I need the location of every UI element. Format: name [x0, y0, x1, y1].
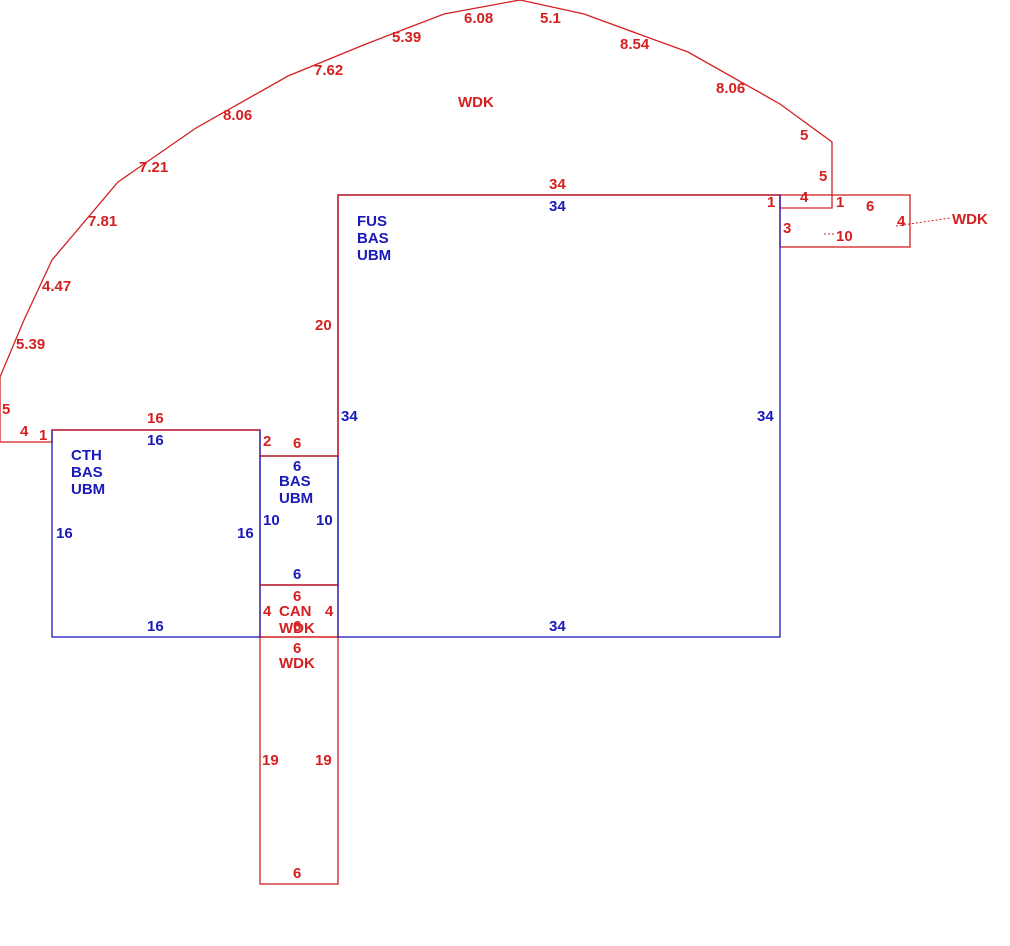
fus-label-2: BAS	[357, 230, 389, 247]
dim-label: 10	[316, 512, 333, 529]
dim-label: 8.06	[223, 107, 252, 124]
cth-label-3: UBM	[71, 481, 105, 498]
mid-label-1: BAS	[279, 473, 311, 490]
dim-label: 16	[147, 432, 164, 449]
dim-label: 7.62	[314, 62, 343, 79]
can-label-1: CAN	[279, 603, 312, 620]
dim-label: 4.47	[42, 278, 71, 295]
wdk-right-leader	[895, 217, 951, 227]
dim-label: 4	[897, 213, 906, 230]
dim-label: 20	[315, 317, 332, 334]
dim-label: 6	[293, 618, 301, 635]
dim-label: 5	[800, 127, 808, 144]
dim-label: 6	[293, 458, 301, 475]
dim-label: 10	[836, 228, 853, 245]
dim-label: 1	[767, 194, 775, 211]
dim-label: 34	[549, 198, 566, 215]
wdk-lower-outline	[259, 636, 339, 885]
dim-label: 6	[293, 566, 301, 583]
dim-label: 34	[549, 618, 566, 635]
wdk-top-outline	[0, 0, 833, 457]
dim-label: 5	[2, 401, 10, 418]
dim-label: 4	[20, 423, 29, 440]
dim-label: 4	[325, 603, 334, 620]
dim-label: 2	[263, 433, 271, 450]
dim-label: 7.21	[139, 159, 168, 176]
dim-label: 19	[262, 752, 279, 769]
dim-label: 6	[293, 640, 301, 657]
dim-label: 8.54	[620, 36, 650, 53]
dim-label: 16	[147, 618, 164, 635]
dim-label: 6	[293, 435, 301, 452]
mid-label-2: UBM	[279, 490, 313, 507]
cth-label-2: BAS	[71, 464, 103, 481]
dim-label: 10	[263, 512, 280, 529]
dim-label: 1	[39, 427, 47, 444]
dim-label: 5	[819, 168, 827, 185]
fus-label-3: UBM	[357, 247, 391, 264]
fus-label-1: FUS	[357, 213, 387, 230]
wdk-top-label: WDK	[458, 94, 494, 111]
dim-label: 34	[341, 408, 358, 425]
dim-label: 5.39	[392, 29, 421, 46]
dim-label: 34	[549, 176, 566, 193]
wdk-right-label: WDK	[952, 211, 988, 228]
dim-label: 16	[147, 410, 164, 427]
dim-label: 16	[237, 525, 254, 542]
dim-label: 19	[315, 752, 332, 769]
dim-label: 5.39	[16, 336, 45, 353]
dim-label: 1	[836, 194, 844, 211]
dim-label: 6	[293, 865, 301, 882]
dim-label: 4	[263, 603, 272, 620]
dim-label: 8.06	[716, 80, 745, 97]
dim-label: 4	[800, 189, 809, 206]
dim-label: 6.08	[464, 10, 493, 27]
dim-label: 5.1	[540, 10, 561, 27]
dim-label: 34	[757, 408, 774, 425]
fus-room-outline	[337, 194, 781, 638]
dim-label: 16	[56, 525, 73, 542]
cth-label-1: CTH	[71, 447, 102, 464]
can-label-2: WDK	[279, 620, 315, 637]
wdk-lower-label: WDK	[279, 655, 315, 672]
dim-label: 6	[293, 588, 301, 605]
dim-label: 3	[783, 220, 791, 237]
dim-label: 6	[866, 198, 874, 215]
dim-label: 7.81	[88, 213, 117, 230]
